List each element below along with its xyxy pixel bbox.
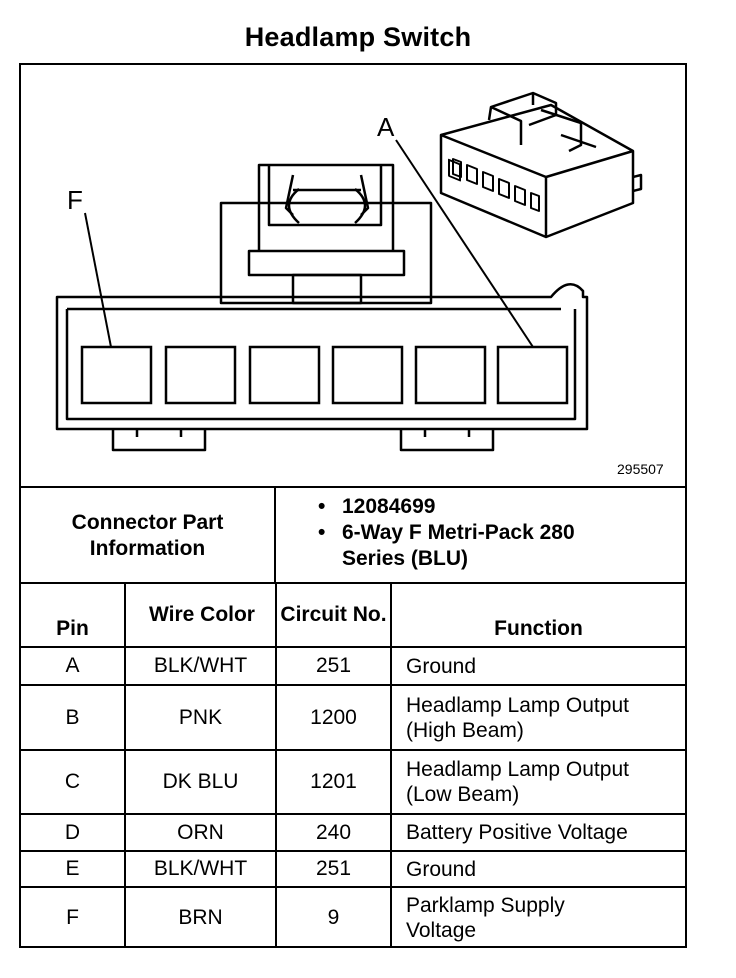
header-pin: Pin [56, 617, 89, 640]
connector-info-list: 12084699 6-Way F Metri-Pack 280 Series (… [310, 494, 622, 572]
connector-body [55, 283, 589, 431]
callout-a: A [377, 112, 395, 142]
cavity-d [248, 345, 321, 405]
rule [21, 749, 685, 751]
connector-info-label: Connector Part Information [71, 511, 224, 560]
header-wire-color: Wire Color [149, 603, 255, 626]
cell-circuit: 240 [315, 820, 352, 844]
cell-function: Parklamp Supply Voltage [406, 894, 565, 942]
cell-wire-color: ORN [177, 820, 224, 844]
connector-thumbnail [439, 91, 643, 239]
cavity-f [80, 345, 153, 405]
cell-pin: A [65, 654, 80, 677]
cell-pin: C [64, 770, 81, 793]
cavity-b [414, 345, 487, 405]
leader-f [84, 212, 112, 348]
cell-pin: F [66, 906, 79, 929]
rule [21, 813, 685, 815]
cell-function: Battery Positive Voltage [406, 821, 628, 844]
cavity-e [164, 345, 237, 405]
pin-cavities [80, 345, 569, 405]
figure-number: 295507 [617, 461, 664, 477]
cell-wire-color: BLK/WHT [153, 857, 248, 880]
bottom-tab-right [399, 429, 495, 452]
cell-function: Headlamp Lamp Output (High Beam) [406, 693, 629, 742]
header-circuit: Circuit No. [280, 603, 387, 626]
rule [21, 582, 685, 584]
cell-circuit: 1200 [310, 705, 357, 729]
rule [21, 886, 685, 888]
rule [275, 582, 277, 948]
cell-function: Ground [406, 857, 477, 881]
callout-f: F [67, 185, 83, 215]
cell-function: Headlamp Lamp Output (Low Beam) [406, 758, 629, 806]
connector-type: 6-Way F Metri-Pack 280 Series (BLU) [310, 520, 622, 572]
cavity-c [331, 345, 404, 405]
cell-function: Ground [406, 654, 477, 678]
cell-wire-color: BLK/WHT [153, 654, 248, 677]
cavity-a [496, 345, 569, 405]
cell-pin: E [65, 857, 80, 880]
cell-circuit: 251 [315, 857, 352, 880]
rule [21, 646, 685, 648]
rule [21, 850, 685, 852]
rule [124, 582, 126, 948]
part-number: 12084699 [310, 494, 622, 520]
header-function: Function [494, 617, 583, 640]
cell-wire-color: DK BLU [162, 770, 239, 793]
connector-drawing: A F [55, 91, 643, 452]
diagram-frame [19, 63, 687, 948]
page-title: Headlamp Switch [244, 22, 472, 52]
rule [21, 684, 685, 686]
cell-circuit: 9 [327, 906, 340, 929]
cell-circuit: 1201 [310, 770, 357, 793]
leader-a [395, 139, 534, 348]
cell-pin: D [64, 820, 81, 844]
cell-pin: B [65, 705, 80, 729]
cell-wire-color: PNK [178, 705, 223, 729]
rule [390, 582, 392, 948]
bottom-tab-left [111, 429, 207, 452]
rule [274, 486, 276, 584]
latch-housing [219, 163, 433, 305]
cell-wire-color: BRN [178, 906, 223, 929]
cell-circuit: 251 [315, 654, 352, 677]
rule [21, 486, 685, 488]
